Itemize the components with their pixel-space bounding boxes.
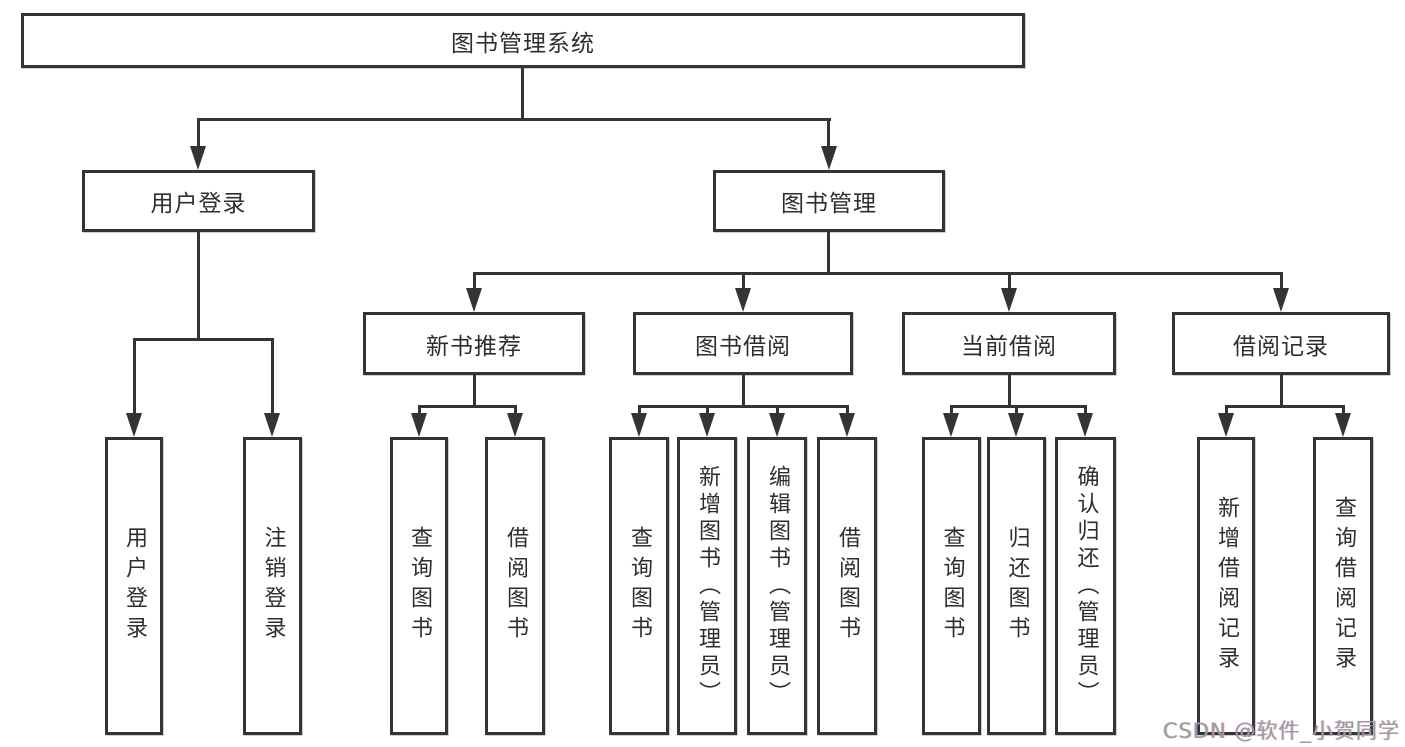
- leaf-borrow-books-recommend: 借阅图书: [485, 437, 545, 735]
- arrowhead-leaf: [1335, 413, 1351, 437]
- connector-drop: [950, 405, 953, 415]
- node-label: 借阅记录: [1233, 333, 1329, 360]
- node-label: 查询图书: [939, 526, 965, 646]
- leaf-logout-login: 注销登录: [243, 437, 302, 735]
- connector-drop: [418, 405, 421, 415]
- node-label: 编辑图书（管理员）: [765, 464, 790, 708]
- node-label: 用户登录: [122, 526, 147, 646]
- node-label: 当前借阅: [961, 333, 1057, 360]
- arrowhead-leaf: [1008, 413, 1024, 437]
- arrowhead-user-login: [190, 146, 206, 170]
- node-label: 借阅图书: [835, 526, 860, 646]
- node-label: 查询图书: [627, 526, 652, 646]
- connector-drop-borrow-records: [1280, 272, 1283, 290]
- connector-drop: [846, 405, 849, 415]
- connector-drop: [776, 405, 779, 415]
- node-label: 查询借阅记录: [1331, 496, 1356, 676]
- connector-drop-book-management: [827, 118, 830, 148]
- connector-drop: [1225, 405, 1228, 415]
- leaf-add-borrow-record: 新增借阅记录: [1197, 437, 1255, 735]
- node-label: 查询图书: [407, 526, 432, 646]
- connector-drop-user-login: [197, 118, 200, 148]
- connector-book-management-stem: [827, 232, 830, 274]
- connector-user-login-stem: [197, 232, 200, 338]
- arrowhead-leaf: [631, 413, 647, 437]
- connector-current-borrowing-stem: [1008, 375, 1011, 407]
- connector-book-borrowing-rail: [638, 405, 849, 408]
- leaf-return-books: 归还图书: [987, 437, 1046, 735]
- leaf-query-borrow-record: 查询借阅记录: [1313, 437, 1373, 735]
- connector-new-book-rail: [418, 405, 517, 408]
- arrowhead-leaf: [839, 413, 855, 437]
- node-label: 借阅图书: [503, 526, 528, 646]
- connector-borrow-records-stem: [1280, 375, 1283, 407]
- arrowhead-leaf-user-login: [126, 413, 142, 437]
- node-label: 图书管理: [781, 191, 877, 217]
- connector-book-borrowing-stem: [742, 375, 745, 407]
- node-book-borrowing: 图书借阅: [633, 312, 853, 375]
- leaf-query-books-recommend: 查询图书: [390, 437, 448, 735]
- arrowhead-book-borrowing: [735, 288, 751, 312]
- connector-drop: [1084, 405, 1087, 415]
- connector-drop-leaf-logout: [271, 338, 274, 414]
- node-label: 用户登录: [150, 191, 247, 217]
- connector-drop: [514, 405, 517, 415]
- arrowhead-new-book: [466, 288, 482, 312]
- arrowhead-leaf: [699, 413, 715, 437]
- leaf-confirm-return-admin: 确认归还（管理员）: [1055, 437, 1116, 735]
- node-new-book-recommendation: 新书推荐: [363, 312, 585, 375]
- connector-drop-book-borrowing: [742, 272, 745, 290]
- connector-drop-new-book: [473, 272, 476, 290]
- leaf-query-books-borrowing: 查询图书: [609, 437, 669, 735]
- node-library-management-system: 图书管理系统: [21, 13, 1025, 68]
- leaf-add-books-admin: 新增图书（管理员）: [677, 437, 737, 735]
- node-label: 图书管理系统: [451, 30, 595, 57]
- connector-drop-leaf-user-login: [133, 338, 136, 414]
- connector-user-login-rail: [133, 338, 274, 341]
- connector-new-book-stem: [473, 375, 476, 407]
- connector-book-management-rail: [473, 272, 1283, 275]
- arrowhead-leaf: [1077, 413, 1093, 437]
- leaf-edit-books-admin: 编辑图书（管理员）: [747, 437, 807, 735]
- connector-root-rail: [197, 118, 831, 121]
- connector-drop: [1342, 405, 1345, 415]
- connector-borrow-records-rail: [1225, 405, 1345, 408]
- node-label: 新书推荐: [426, 333, 522, 360]
- csdn-watermark: CSDN @软件_小贺同学: [1162, 719, 1400, 743]
- connector-current-borrowing-rail: [950, 405, 1087, 408]
- arrowhead-leaf: [943, 413, 959, 437]
- node-label: 新增图书（管理员）: [695, 464, 720, 708]
- connector-drop-current-borrowing: [1008, 272, 1011, 290]
- leaf-borrow-books-borrowing: 借阅图书: [817, 437, 877, 735]
- arrowhead-leaf: [769, 413, 785, 437]
- node-label: 新增借阅记录: [1214, 496, 1239, 676]
- arrowhead-leaf-logout: [264, 413, 280, 437]
- node-current-borrowing: 当前借阅: [902, 312, 1116, 375]
- arrowhead-leaf: [411, 413, 427, 437]
- arrowhead-current-borrowing: [1001, 288, 1017, 312]
- connector-drop: [1015, 405, 1018, 415]
- leaf-query-books-current: 查询图书: [922, 437, 981, 735]
- node-label: 图书借阅: [695, 333, 791, 360]
- arrowhead-book-management: [821, 146, 837, 170]
- connector-drop: [706, 405, 709, 415]
- node-book-management-module: 图书管理: [713, 170, 945, 232]
- node-user-login-module: 用户登录: [82, 170, 315, 232]
- arrowhead-leaf: [1218, 413, 1234, 437]
- connector-root-stem: [521, 68, 524, 118]
- node-label: 归还图书: [1004, 526, 1030, 646]
- node-label: 确认归还（管理员）: [1073, 464, 1099, 708]
- node-borrowing-records: 借阅记录: [1172, 312, 1390, 375]
- arrowhead-leaf: [507, 413, 523, 437]
- leaf-user-login: 用户登录: [105, 437, 163, 735]
- node-label: 注销登录: [260, 526, 286, 646]
- arrowhead-borrow-records: [1273, 288, 1289, 312]
- connector-drop: [638, 405, 641, 415]
